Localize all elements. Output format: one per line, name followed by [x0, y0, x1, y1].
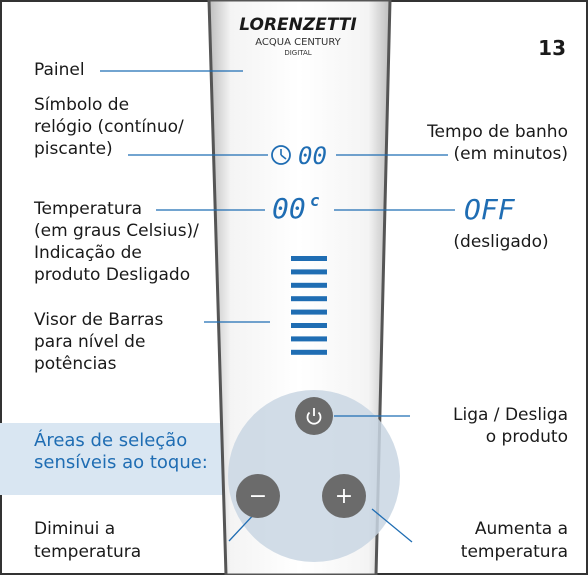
power-bar [291, 323, 327, 328]
label-liga-line2: o produto [485, 427, 568, 447]
power-bar [291, 296, 327, 302]
label-temperatura-line3: Indicação de [34, 243, 142, 263]
temperature-display: 00 [272, 192, 306, 225]
decrease-temperature-button[interactable]: − [236, 474, 280, 518]
label-liga-line1: Liga / Desliga [453, 405, 568, 425]
time-display: 00 [298, 142, 327, 170]
touch-halo [228, 390, 400, 562]
clock-icon [271, 145, 291, 165]
power-bar [291, 282, 327, 288]
increase-temperature-button[interactable]: + [322, 474, 366, 518]
touch-areas-line1: Áreas de seleção [34, 430, 188, 451]
brand-model-line2: DIGITAL [284, 49, 311, 57]
label-painel: Painel [34, 60, 85, 80]
minus-icon: − [249, 484, 267, 509]
label-tempo-line1: Tempo de banho [427, 122, 568, 142]
power-button[interactable] [295, 397, 333, 435]
power-icon [306, 408, 322, 425]
label-desligado: (desligado) [453, 232, 549, 252]
leader-aumenta [371, 508, 413, 543]
power-bar [291, 256, 327, 261]
label-temperatura-line2: (em graus Celsius)/ [34, 221, 199, 241]
power-bars [291, 256, 327, 355]
touch-areas-highlight [0, 423, 230, 495]
label-visor-line3: potências [34, 354, 117, 374]
power-bar [291, 336, 327, 342]
off-display: OFF [464, 193, 516, 226]
plus-icon: + [335, 484, 353, 509]
power-bar [291, 349, 327, 355]
touch-areas-caption: Áreas de seleção sensíveis ao toque: [34, 430, 208, 474]
label-clock-line1: Símbolo de [34, 95, 130, 115]
label-visor-line2: para nível de [34, 332, 146, 352]
label-aumenta-line2: temperatura [460, 542, 568, 562]
power-bar [291, 269, 327, 275]
label-temperatura-line4: produto Desligado [34, 265, 191, 285]
label-clock-line3: piscante) [34, 139, 113, 159]
page-number: 13 [538, 36, 566, 60]
power-bar [291, 309, 327, 315]
temperature-unit: c [310, 191, 320, 210]
label-tempo-line2: (em minutos) [453, 144, 568, 164]
brand-name: LORENZETTI [239, 15, 356, 35]
brand-model-line1: ACQUA CENTURY [255, 37, 341, 48]
label-visor-line1: Visor de Barras [34, 310, 164, 330]
label-diminui-line1: Diminui a [34, 519, 116, 539]
label-diminui-line2: temperatura [34, 542, 142, 562]
label-aumenta-line1: Aumenta a [474, 519, 568, 539]
touch-areas-line2: sensíveis ao toque: [34, 452, 208, 473]
label-clock-line2: relógio (contínuo/ [34, 117, 184, 137]
label-temperatura-line1: Temperatura [34, 199, 143, 219]
